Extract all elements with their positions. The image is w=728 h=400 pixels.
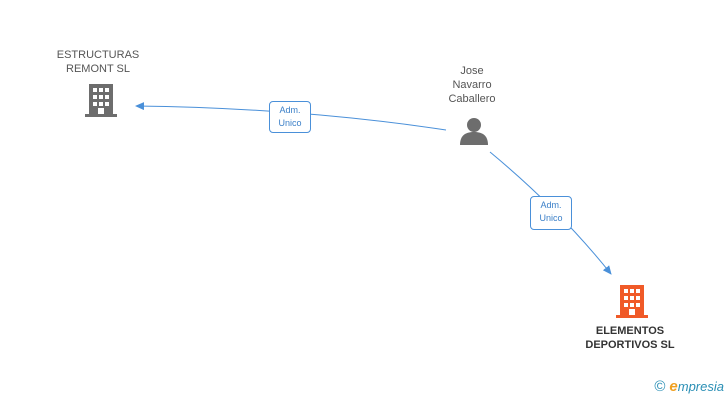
person-label-line: Jose bbox=[460, 65, 484, 77]
person-label-line: Navarro bbox=[452, 79, 492, 91]
person-label-line: Caballero bbox=[448, 93, 496, 105]
person-icon bbox=[460, 118, 488, 145]
role-badge-line: Unico bbox=[539, 213, 563, 223]
company-label-line: ESTRUCTURAS bbox=[56, 49, 140, 61]
company-label-line: DEPORTIVOS SL bbox=[585, 339, 675, 351]
company-label-line: REMONT SL bbox=[66, 63, 130, 75]
role-badge-adm-unico[interactable]: Adm. Unico bbox=[269, 101, 311, 133]
brand-name: mpresia bbox=[677, 378, 724, 394]
empresia-logo[interactable]: © e mpresia bbox=[654, 376, 724, 396]
brand-initial: e bbox=[669, 377, 678, 395]
role-badge-line: Adm. bbox=[279, 105, 301, 115]
role-badge-line: Unico bbox=[278, 118, 302, 128]
building-icon bbox=[616, 285, 648, 318]
person-label[interactable]: Jose Navarro Caballero bbox=[422, 64, 522, 106]
building-icon bbox=[85, 84, 117, 117]
role-badge-line: Adm. bbox=[540, 200, 562, 210]
role-badge-adm-unico[interactable]: Adm. Unico bbox=[530, 196, 572, 230]
company-label-estructuras[interactable]: ESTRUCTURAS REMONT SL bbox=[48, 48, 148, 76]
company-label-line: ELEMENTOS bbox=[595, 325, 665, 337]
copyright-icon: © bbox=[654, 377, 666, 395]
company-label-elementos[interactable]: ELEMENTOS DEPORTIVOS SL bbox=[570, 324, 690, 352]
